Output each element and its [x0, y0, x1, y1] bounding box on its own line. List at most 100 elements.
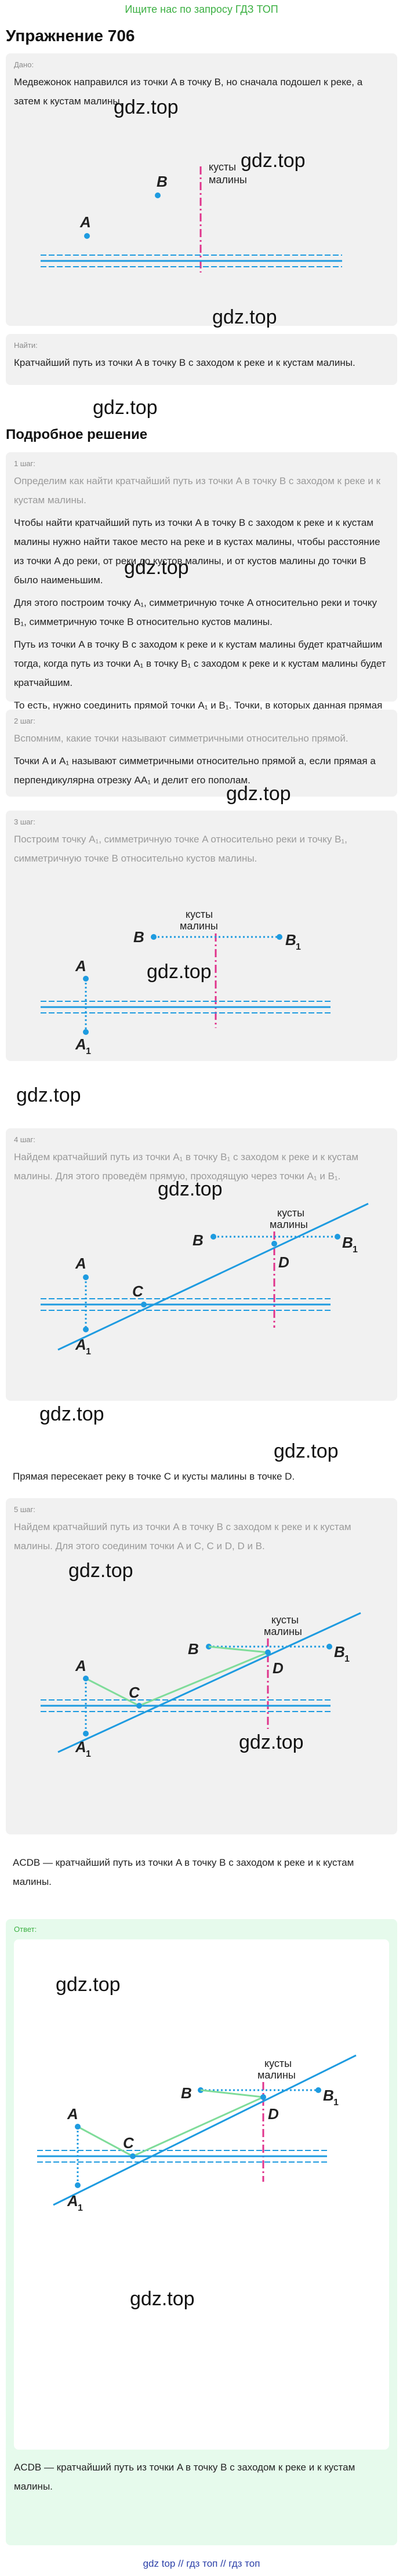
step-intro: Вспомним, какие точки называют симметрич…: [14, 733, 348, 744]
bushes-label-2: малины: [209, 174, 247, 186]
bushes-label-1: кусты: [209, 161, 236, 173]
path-DB: [200, 2089, 264, 2098]
step-intro: Построим точку A₁, симметричную точке A …: [14, 834, 347, 864]
point-C: [141, 1302, 147, 1307]
step-label: 5 шаг:: [14, 1505, 35, 1514]
step-label: 1 шаг:: [14, 459, 35, 468]
watermark: gdz.top: [114, 96, 179, 118]
watermark: gdz.top: [130, 2288, 195, 2310]
step-5-conclusion: ACDB — кратчайший путь из точки A в точк…: [13, 1857, 354, 1887]
label-A: A: [75, 1255, 86, 1272]
point-A: [75, 2124, 81, 2130]
label-D: D: [278, 1254, 289, 1271]
watermark: gdz.top: [212, 306, 277, 328]
point-B: [151, 934, 157, 940]
path-AC: [77, 2126, 133, 2157]
point-D: [271, 1241, 277, 1247]
label-C: C: [123, 2134, 135, 2152]
label-B: B: [133, 928, 144, 946]
point-A1: [75, 2182, 81, 2188]
bushes-label-1: кусты: [277, 1207, 304, 1219]
path-CD: [139, 1651, 268, 1707]
point-B: [155, 192, 161, 198]
label-sub-1: 1: [353, 1245, 358, 1255]
bushes-label-1: кусты: [186, 909, 213, 920]
answer-label: Ответ:: [14, 1925, 37, 1934]
watermark: gdz.top: [68, 1560, 133, 1582]
label-A1: A: [67, 2192, 78, 2210]
A1B1-line: [57, 1612, 361, 1753]
label-sub-1: 1: [86, 1347, 91, 1357]
watermark: gdz.top: [241, 150, 306, 172]
label-B: B: [193, 1231, 204, 1249]
label-sub-1: 1: [344, 1654, 350, 1664]
point-A: [83, 976, 89, 982]
step-1-card: 1 шаг: Определим как найти кратчайший пу…: [6, 452, 397, 730]
find-card: Найти: Кратчайший путь из точки A в точк…: [6, 334, 397, 385]
watermark: gdz.top: [16, 1084, 81, 1106]
watermark: gdz.top: [124, 557, 189, 579]
step-label: 2 шаг:: [14, 717, 35, 725]
watermark: gdz.top: [226, 783, 291, 805]
label-B1: B: [323, 2087, 334, 2104]
watermark: gdz.top: [158, 1178, 223, 1200]
point-B1: [326, 1644, 332, 1649]
watermark: gdz.top: [39, 1403, 104, 1425]
point-D: [260, 2094, 266, 2100]
label-D: D: [268, 2105, 279, 2123]
answer-figure: кусты малины B B 1 A A 1 C D: [37, 2054, 357, 2213]
watermark: gdz.top: [56, 1974, 121, 1996]
answer-text: ACDB — кратчайший путь из точки A в точк…: [14, 2462, 355, 2492]
find-text: Кратчайший путь из точки A в точку B с з…: [14, 357, 355, 368]
bushes-label-2: малины: [270, 1219, 308, 1230]
bushes-label-1: кусты: [264, 2058, 292, 2069]
path-DB: [208, 1645, 268, 1654]
point-B1: [315, 2087, 321, 2093]
step-2-card: 2 шаг: Вспомним, какие точки называют си…: [6, 710, 397, 797]
label-B1: B: [334, 1643, 345, 1661]
step-intro: Найдем кратчайший путь из точки A₁ в точ…: [14, 1151, 359, 1182]
label-sub-1: 1: [333, 2098, 339, 2108]
label-C: C: [132, 1282, 144, 1300]
point-B1: [277, 934, 282, 940]
watermark: gdz.top: [239, 1731, 304, 1753]
solution-title: Подробное решение: [6, 427, 148, 442]
watermark: gdz.top: [147, 961, 212, 983]
path-CD: [132, 2096, 264, 2157]
label-B: B: [188, 1640, 199, 1658]
bushes-label-2: малины: [264, 1626, 302, 1637]
step-4-figure: кусты малины B B 1 A A 1 C D: [41, 1202, 369, 1357]
bushes-label-2: малины: [257, 2069, 296, 2081]
step-text: Путь из точки A в точку B с заходом к ре…: [14, 639, 386, 688]
bushes-label-1: кусты: [271, 1614, 299, 1626]
point-A1: [83, 1731, 89, 1736]
point-C: [130, 2153, 136, 2159]
watermark: gdz.top: [274, 1440, 339, 1462]
point-A: [83, 1274, 89, 1280]
point-C: [136, 1703, 142, 1709]
label-sub-1: 1: [86, 1749, 91, 1759]
point-A: [84, 233, 90, 239]
label-A: A: [67, 2105, 78, 2123]
footer-links[interactable]: gdz top // гдз топ // гдз топ: [143, 2558, 260, 2569]
step-label: 3 шаг:: [14, 818, 35, 826]
label-sub-1: 1: [78, 2203, 83, 2213]
point-A1: [83, 1327, 89, 1332]
answer-figure-card: кусты малины B B 1 A A 1 C D: [14, 1939, 389, 2450]
step-3-card: 3 шаг: Построим точку A₁, симметричную т…: [6, 811, 397, 1061]
label-D: D: [273, 1659, 284, 1677]
point-A: [83, 1676, 89, 1681]
point-B1: [335, 1234, 340, 1240]
step-5-card: 5 шаг: Найдем кратчайший путь из точки A…: [6, 1498, 397, 1834]
label-sub-1: 1: [86, 1047, 91, 1054]
step-3-figure: кусты малины B B 1 A A 1: [41, 909, 331, 1054]
label-A1: A: [75, 1738, 86, 1756]
label-A1: A: [75, 1036, 86, 1053]
label-A: A: [75, 1657, 86, 1674]
given-figure: B A кусты малины: [41, 161, 342, 273]
point-A1: [83, 1029, 89, 1035]
label-B1: B: [342, 1234, 353, 1251]
step-5-figure: кусты малины B B 1 A A 1 C D: [41, 1612, 361, 1759]
step-intro: Определим как найти кратчайший путь из т…: [14, 475, 381, 506]
label-B1: B: [285, 931, 296, 949]
